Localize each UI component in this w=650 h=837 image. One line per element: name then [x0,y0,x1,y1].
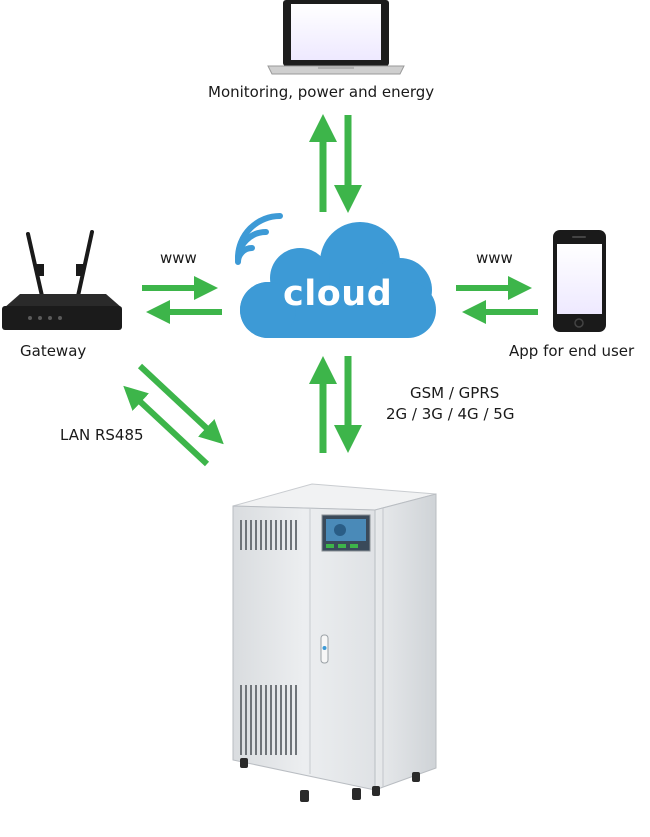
arrow-device-to-gateway [123,385,210,467]
monitor-label: Monitoring, power and energy [208,83,435,101]
laptop-icon [267,0,405,75]
wifi-signal-icon [235,213,283,265]
cloud-device-link-label-line1: GSM / GPRS [410,384,500,402]
cloud-label: cloud [283,274,393,314]
gateway-device-link-label: LAN RS485 [60,426,144,444]
cloud-icon [240,222,436,338]
smartphone-icon [553,230,606,332]
gateway-cloud-link-label: www [160,249,197,267]
cloud-app-link-label: www [476,249,513,267]
cloud-device-link-label-line2: 2G / 3G / 4G / 5G [386,405,515,423]
arrow-gateway-to-device [137,363,224,445]
voltage-stabilizer-cabinet-icon [232,483,437,802]
gateway-label: Gateway [20,342,87,360]
app-label: App for end user [509,342,635,360]
router-icon [2,230,122,330]
